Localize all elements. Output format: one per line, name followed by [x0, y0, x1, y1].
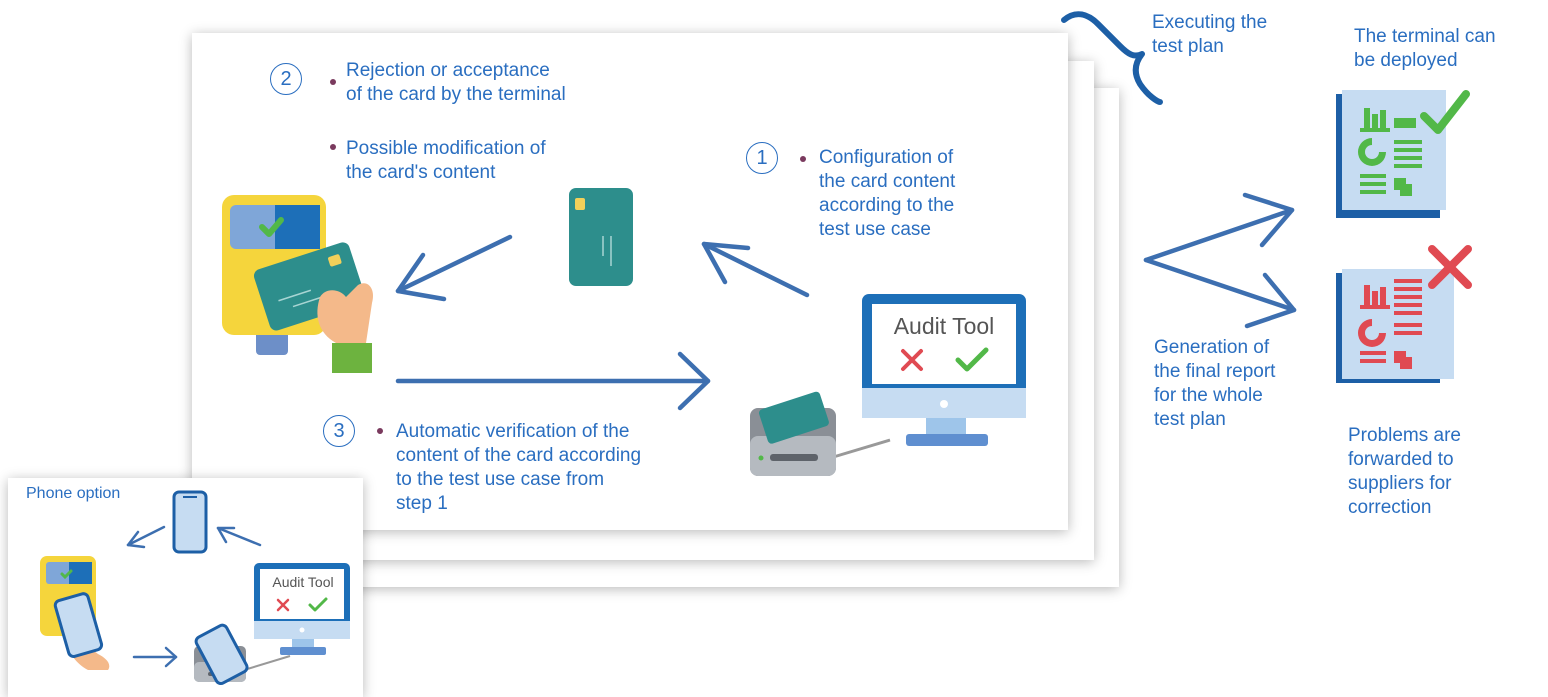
step-2-badge: 2: [270, 63, 302, 95]
step-3-text: Automatic verification of the content of…: [396, 421, 642, 514]
phone-monitor-icon: [254, 563, 350, 655]
executing-label: Executing the test plan: [1152, 12, 1268, 57]
failure-report-icon: [1336, 245, 1472, 383]
success-report-icon: [1336, 90, 1470, 218]
monitor-icon: [862, 294, 1026, 446]
bullet: [330, 144, 336, 150]
phone-check-icon: [308, 597, 328, 612]
bullet: [377, 428, 383, 434]
check-icon: [955, 347, 989, 372]
phone-icon: [172, 490, 208, 554]
phone-cross-icon: [276, 598, 290, 612]
report-label: Generation of the final report for the w…: [1154, 337, 1276, 430]
success-label: The terminal can be deployed: [1354, 26, 1496, 71]
failure-label: Problems are forwarded to suppliers for …: [1348, 425, 1461, 518]
bullet: [330, 79, 336, 85]
cross-icon: [901, 349, 923, 371]
smart-card-icon: [569, 188, 633, 286]
payment-terminal-icon: [222, 195, 374, 373]
step-2-text: Rejection or acceptance of the card by t…: [346, 60, 566, 105]
step-1-badge: 1: [746, 142, 778, 174]
phone-audit-tool-label: Audit Tool: [272, 574, 334, 590]
phone-card-reader-icon: [194, 623, 291, 686]
step-2-text-b: Possible modification of the card's cont…: [346, 138, 546, 183]
bullet: [800, 156, 806, 162]
card-reader-icon: [750, 391, 891, 476]
phone-option-title: Phone option: [26, 485, 121, 502]
step-1-text: Configuration of the card content accord…: [819, 147, 956, 240]
phone-terminal-icon: [40, 556, 110, 670]
step-3-badge: 3: [323, 415, 355, 447]
curly-brace-icon: [1061, 11, 1163, 105]
audit-tool-label: Audit Tool: [893, 313, 995, 339]
